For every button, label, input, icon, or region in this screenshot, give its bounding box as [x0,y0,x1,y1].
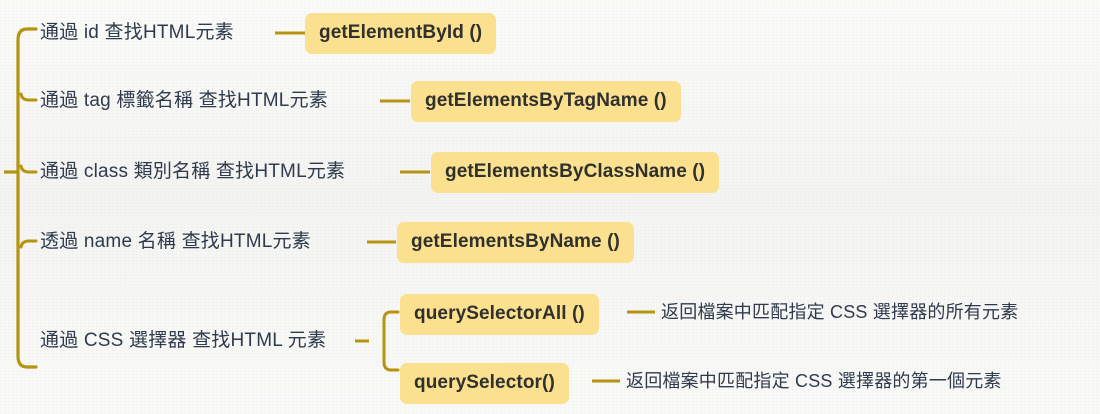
branch-label-by-name[interactable]: 透過 name 名稱 查找HTML元素 [40,231,311,252]
method-pill-query-selector[interactable]: querySelector() [400,363,569,404]
method-pill-get-element-by-id[interactable]: getElementById () [305,13,497,54]
branch-label-by-id[interactable]: 通過 id 查找HTML元素 [40,22,234,43]
branch-label-by-css[interactable]: 通過 CSS 選擇器 查找HTML 元素 [40,330,327,351]
description-query-selector-all: 返回檔案中匹配指定 CSS 選擇器的所有元素 [661,302,1019,322]
method-pill-get-elements-by-name[interactable]: getElementsByName () [397,222,634,263]
branch-tick-by-class [19,164,38,174]
method-pill-get-elements-by-tag-name[interactable]: getElementsByTagName () [411,81,681,122]
method-pill-query-selector-all[interactable]: querySelectorAll () [400,294,599,335]
sub-bracket-spine [382,310,400,372]
branch-label-by-class[interactable]: 通過 class 類別名稱 查找HTML元素 [40,161,346,182]
description-query-selector: 返回檔案中匹配指定 CSS 選擇器的第一個元素 [626,371,1002,391]
branch-tick-by-name [19,239,38,249]
main-bracket-spine [16,27,38,369]
method-pill-get-elements-by-class-name[interactable]: getElementsByClassName () [431,152,720,193]
branch-tick-by-tag [19,92,38,102]
branch-label-by-tag[interactable]: 通過 tag 標籤名稱 查找HTML元素 [40,90,328,111]
